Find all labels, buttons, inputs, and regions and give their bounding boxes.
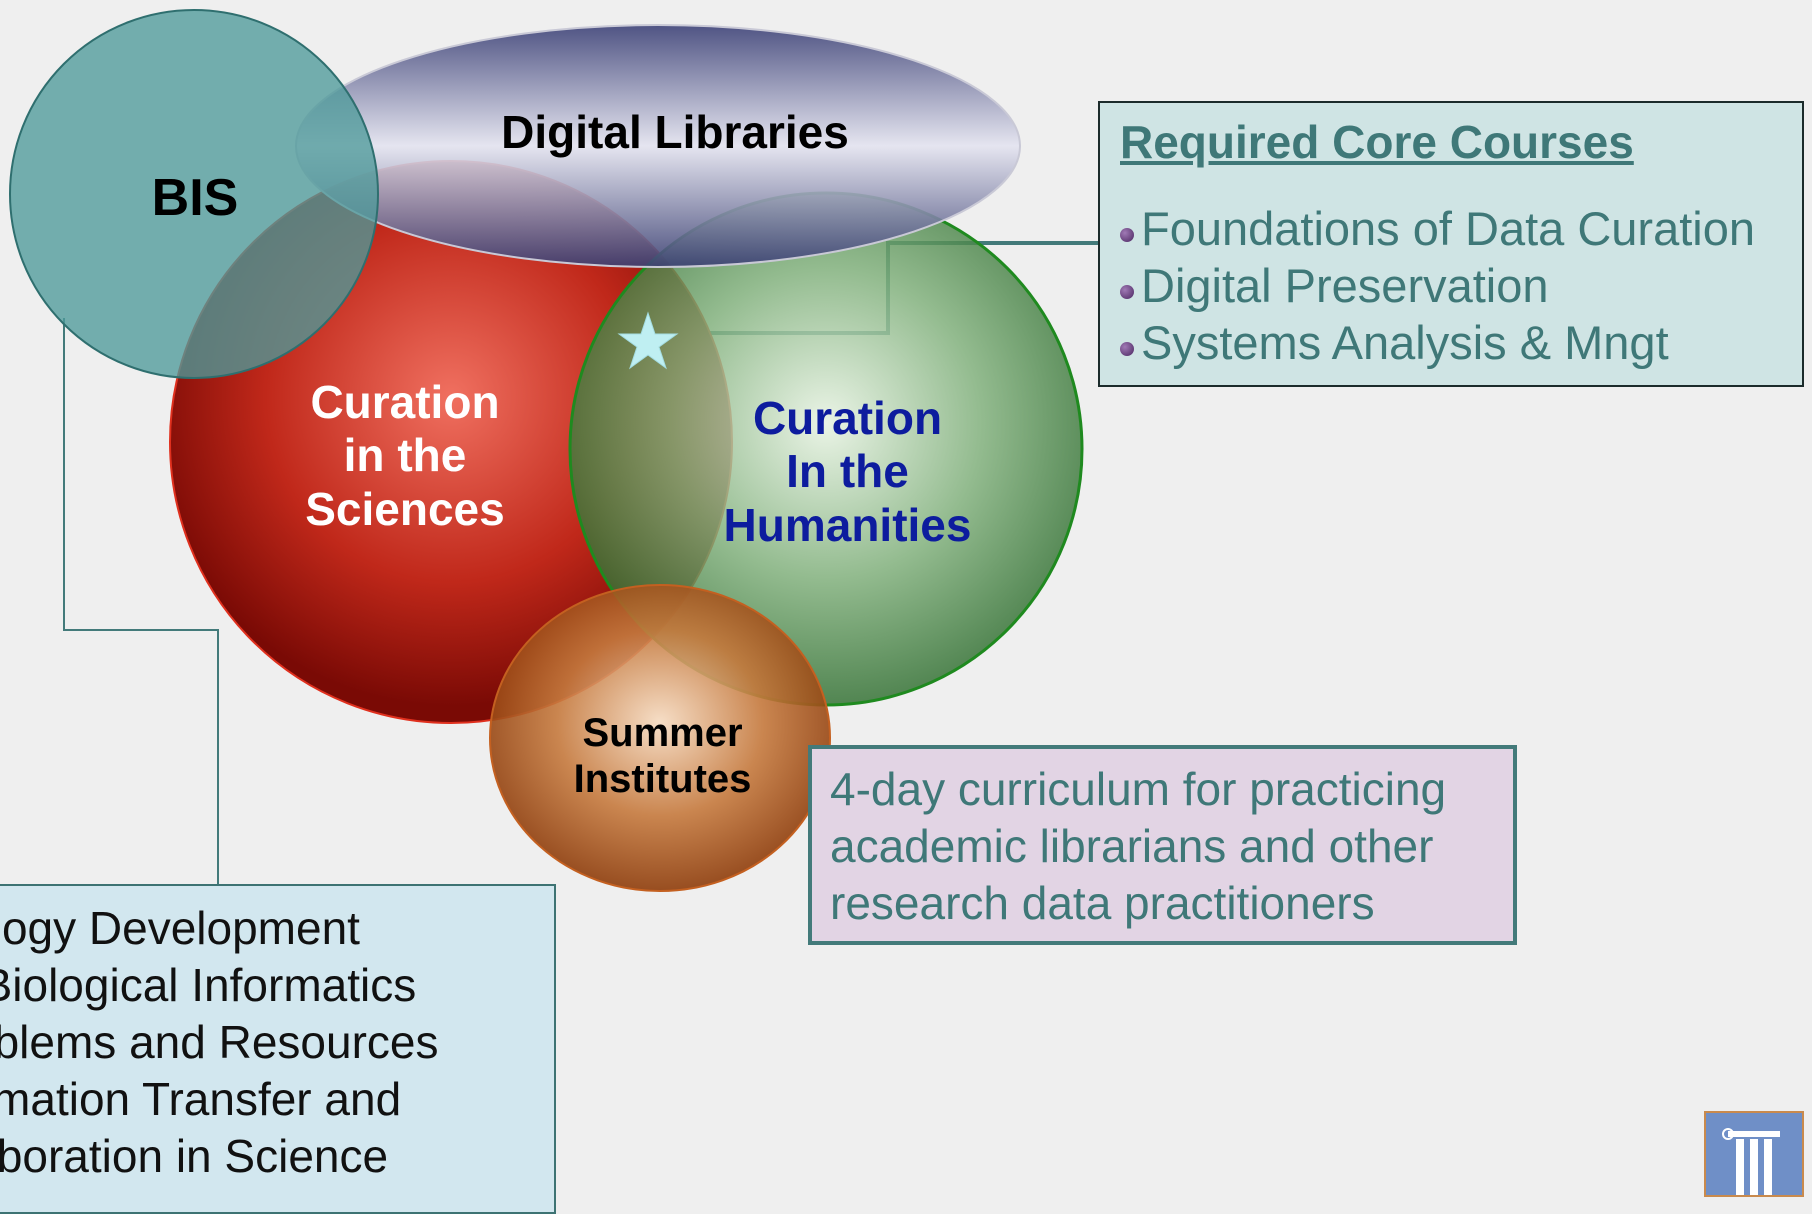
bis-course-line: Collaboration in Science [0,1130,389,1182]
bis-label: BIS [151,169,239,227]
summer-label: Summer Institutes [573,711,752,802]
bullet-icon [1120,228,1134,243]
core-course-item: Digital Preservation [1120,257,1782,314]
summer-institutes-note: 4-day curriculum for practicing academic… [808,745,1517,945]
diagram-canvas [9,9,1100,892]
core-courses-title: Required Core Courses [1120,116,1634,168]
required-core-courses-box: Required Core Courses Foundations of Dat… [1098,101,1804,387]
sciences-label: Curation in the Sciences [305,376,505,535]
core-course-text: Digital Preservation [1141,259,1549,313]
core-course-item: Foundations of Data Curation [1120,200,1782,257]
bullet-icon [1120,342,1134,357]
column-logo-icon [1704,1111,1804,1197]
star-icon [617,311,679,370]
venn-diagram: BIS Digital Libraries Curation in the Sc… [0,9,1804,1214]
summer-note-text: 4-day curriculum for practicing academic… [830,763,1447,929]
circle-summer [489,584,831,892]
bis-course-line: Intro: Biological Informatics [0,959,417,1011]
core-course-text: Foundations of Data Curation [1141,202,1755,256]
core-courses-list: Foundations of Data Curation Digital Pre… [1120,200,1782,371]
bis-connector-line [63,318,219,886]
core-course-item: Systems Analysis & Mngt [1120,314,1782,371]
bis-course-line: Problems and Resources [0,1016,439,1068]
bis-courses-box: Ontology Development Intro: Biological I… [0,884,556,1214]
column-logo-graphic [1722,1128,1780,1195]
circle-bis [9,9,379,379]
bis-course-line: Information Transfer and [0,1073,402,1125]
humanities-label: Curation In the Humanities [723,392,972,551]
core-course-text: Systems Analysis & Mngt [1141,316,1669,370]
digital-libraries-label: Digital Libraries [501,106,849,158]
bullet-icon [1120,285,1134,300]
bis-course-line: Ontology Development [0,902,360,954]
